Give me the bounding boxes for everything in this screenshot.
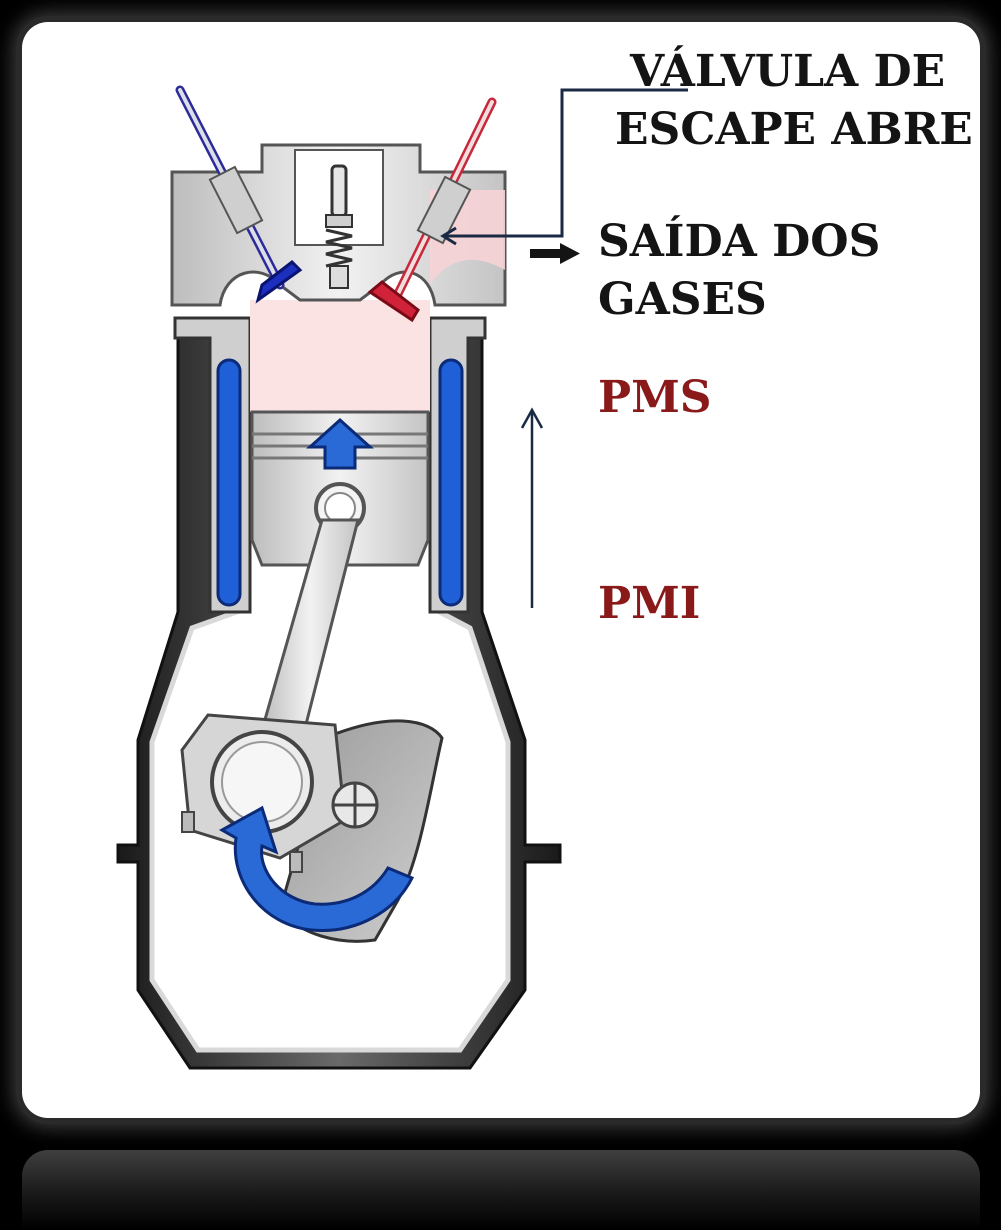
- coolant-jacket-left: [216, 358, 242, 607]
- bdc-label: PMI: [598, 578, 701, 629]
- combustion-chamber: [250, 300, 430, 412]
- tdc-label: PMS: [598, 372, 712, 423]
- exhaust-valve-label-line1: VÁLVULA DE: [630, 46, 946, 97]
- gas-exit-label-line1: SAÍDA DOS: [598, 216, 881, 267]
- rotate-clockwise-icon: [218, 805, 415, 932]
- piston: [250, 410, 430, 567]
- crank-bearing: [180, 713, 379, 873]
- arrow-right-icon: [530, 243, 580, 264]
- intake-valve: [175, 85, 303, 304]
- spark-plug: [325, 164, 353, 289]
- stroke-direction-arrow: [520, 407, 544, 608]
- exhaust-valve: [367, 97, 497, 323]
- exhaust-valve-label-line2: ESCAPE ABRE: [615, 104, 973, 155]
- coolant-jacket-right: [438, 358, 464, 607]
- gas-exit-label-line2: GASES: [598, 274, 767, 325]
- exhaust-valve-callout: [440, 88, 688, 246]
- arrow-up-icon: [306, 417, 374, 470]
